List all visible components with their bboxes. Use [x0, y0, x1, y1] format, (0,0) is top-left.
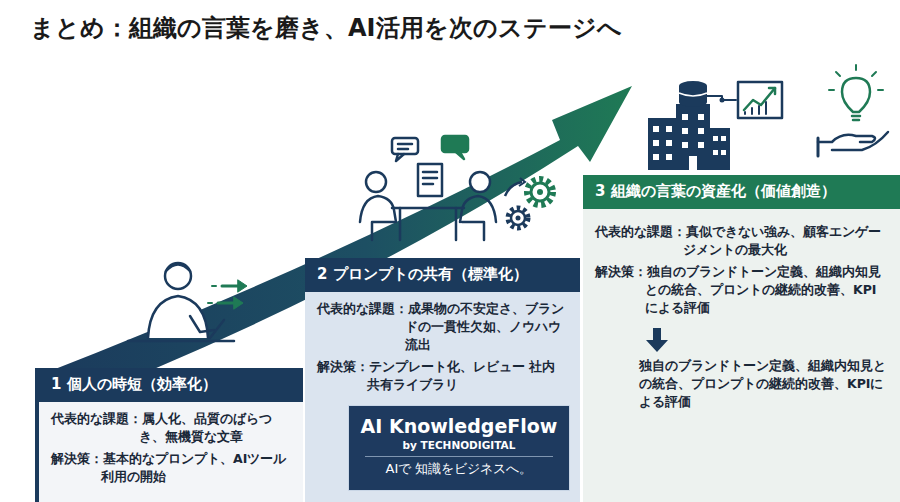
chart-icon [720, 98, 725, 103]
meeting-icon [460, 196, 496, 222]
step-text: 代表的な課題：真似できない強み、顧客エンゲージメントの最大化 [595, 223, 888, 259]
speed-arrows-icon [208, 302, 212, 304]
gear-icon [508, 208, 528, 228]
step-text: 代表的な課題：属人化、品質のばらつき、無機質な文章 [51, 410, 291, 446]
meeting-icon [470, 172, 490, 192]
meeting-icon [392, 138, 418, 154]
building-windows [721, 150, 726, 155]
meeting-icon [398, 144, 412, 149]
writing-person-icon [165, 263, 191, 289]
speed-arrows-icon [212, 285, 216, 287]
gear-icon [519, 178, 525, 186]
meeting-icon [360, 136, 496, 240]
lightbulb-hand-icon [829, 65, 883, 90]
step-text: 解決策：テンプレート化、レビュー 社内共有ライブラリ [317, 358, 568, 394]
meeting-icon [400, 208, 456, 240]
speed-arrows-icon [238, 280, 247, 292]
step-text: 独自のブランドトーン定義、組織内知見との統合、プロンプトの継続的改善、KPIによ… [639, 357, 888, 411]
gear-icon [527, 179, 553, 205]
building-windows [698, 142, 704, 148]
building-windows [689, 156, 697, 170]
meeting-icon [418, 164, 442, 196]
page-title: まとめ：組織の言葉を磨き、AI活用を次のステージへ [30, 12, 622, 44]
building-windows [682, 142, 688, 148]
writing-person-icon [128, 340, 234, 343]
building-windows [682, 114, 688, 120]
speed-arrows-icon [222, 285, 240, 288]
speed-arrows-icon [234, 297, 243, 309]
stage-step: 3 組織の言葉の資産化（価値創造） 代表的な課題：真似できない強み、顧客エンゲージ… [583, 175, 900, 502]
step-heading: 1 個人の時短（効率化） [39, 368, 303, 402]
meeting-icon [462, 222, 484, 240]
gear-icon [505, 178, 553, 228]
meeting-icon [456, 152, 464, 159]
chart-icon [745, 102, 766, 114]
chart-icon [738, 82, 782, 118]
building-windows [653, 114, 726, 170]
lightbulb-hand-icon [842, 78, 870, 112]
speed-arrows-icon [208, 280, 247, 309]
writing-person-icon [190, 316, 214, 332]
building-windows [713, 136, 718, 141]
lightbulb-hand-icon [852, 116, 860, 120]
writing-person-icon [210, 320, 224, 338]
brand-tagline: AIで 知識をビジネスへ。 [365, 456, 553, 478]
meeting-icon [372, 222, 394, 240]
building-icon [679, 93, 707, 96]
growth-arrow [40, 86, 632, 415]
writing-person-icon [166, 265, 190, 272]
gear-icon [511, 211, 525, 225]
building-windows [698, 114, 704, 120]
building-windows [653, 140, 659, 146]
down-arrow [646, 328, 668, 352]
building-windows [666, 154, 672, 160]
building-icon [676, 104, 710, 170]
building-windows [666, 126, 672, 132]
building-windows [653, 126, 659, 132]
meeting-icon [366, 172, 386, 192]
lightbulb-hand-icon [818, 65, 888, 156]
growth-arrow [40, 86, 632, 415]
building-icon [648, 81, 730, 170]
gear-icon [531, 183, 549, 201]
building-windows [713, 150, 718, 155]
step-heading: 2 プロンプトの共有（標準化） [305, 258, 580, 292]
step-text: 解決策：独自のブランドトーン定義、組織内知見との統合、プロントの継続的改善、KP… [595, 263, 888, 317]
step-heading: 3 組織の言葉の資産化（価値創造） [583, 175, 900, 209]
gear-icon [516, 216, 521, 221]
meeting-icon [442, 136, 468, 152]
stage-step: AI KnowledgeFlowby TECHNODIGITAL AIで 知識をビ… [305, 258, 580, 502]
brand-company: by TECHNODIGITAL [355, 439, 563, 453]
building-windows [666, 140, 672, 146]
chart-icon [769, 88, 775, 94]
lightbulb-hand-icon [817, 138, 820, 156]
building-icon [648, 118, 678, 170]
building-windows [698, 128, 704, 134]
brand-name: AI KnowledgeFlow [355, 414, 563, 439]
meeting-icon [392, 207, 464, 210]
step-text: 解決策：基本的なプロンプト、AIツール利用の開始 [51, 450, 291, 486]
lightbulb-hand-icon [832, 132, 888, 150]
stage-step: 1 個人の時短（効率化） 代表的な課題：属人化、品質のばらつき、無機質な文章解決策… [35, 368, 303, 502]
gear-icon [505, 182, 522, 196]
step-text: 代表的な課題：成果物の不安定さ、ブランドの一貫性欠如、ノウハウ流出 [317, 300, 568, 354]
speed-arrows-icon [218, 302, 236, 305]
brand-badge: AI KnowledgeFlowby TECHNODIGITAL AIで 知識をビ… [348, 405, 570, 491]
building-icon [708, 128, 730, 170]
building-icon [679, 97, 707, 107]
lightbulb-hand-icon [818, 135, 875, 142]
meeting-icon [423, 172, 437, 184]
gear-icon [537, 189, 543, 195]
meeting-icon [396, 154, 404, 161]
building-windows [721, 136, 726, 141]
chart-icon [707, 82, 782, 118]
building-windows [653, 154, 659, 160]
meeting-icon [360, 196, 396, 222]
building-windows [682, 128, 688, 134]
down-arrow [645, 327, 669, 353]
